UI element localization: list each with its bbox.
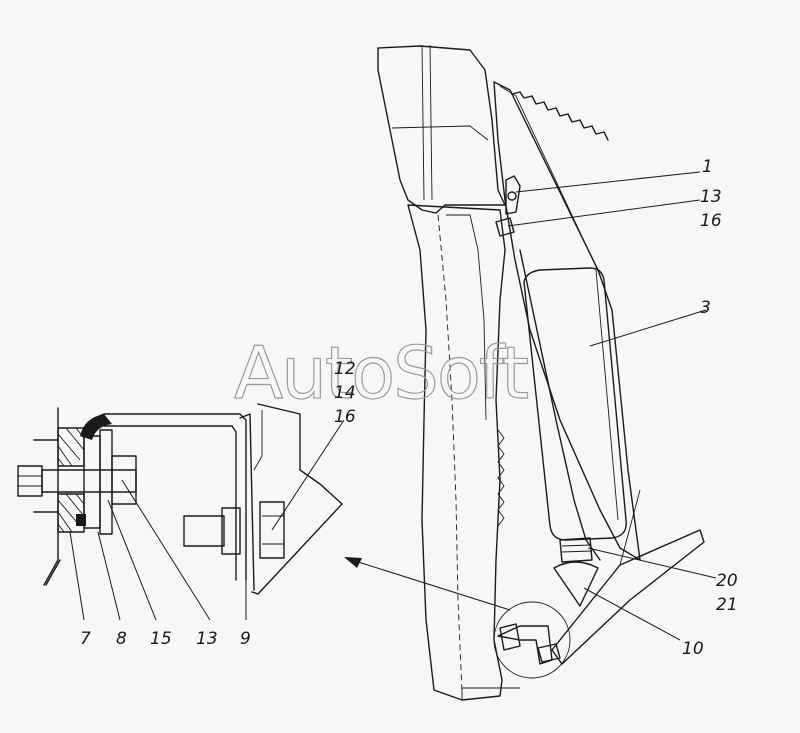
upper-panel-seam bbox=[421, 44, 425, 201]
lower-plate-stay bbox=[619, 489, 641, 566]
callout-8: 8 bbox=[116, 629, 127, 649]
lower-nut bbox=[499, 623, 521, 651]
watermark-text: AutoSoft bbox=[234, 331, 528, 415]
washer-part-15 bbox=[83, 435, 101, 529]
leader-lines bbox=[69, 171, 717, 641]
enlarged-detail bbox=[17, 403, 343, 595]
upper-panel-seam-2 bbox=[429, 44, 433, 201]
frame-hidden-line bbox=[437, 214, 463, 693]
cone-part-10 bbox=[553, 561, 599, 607]
callout-13-upper: 13 bbox=[700, 187, 722, 207]
callout-15: 15 bbox=[150, 629, 172, 649]
grille-panel bbox=[493, 81, 641, 561]
detail-arrow bbox=[344, 557, 511, 611]
top-bracket bbox=[505, 175, 521, 215]
bolt-head bbox=[17, 465, 43, 497]
detail-circle bbox=[493, 601, 571, 679]
frame-notches bbox=[497, 429, 505, 527]
insert-part-8 bbox=[76, 514, 86, 526]
bracket-arm-inner bbox=[103, 425, 237, 581]
upper-panel bbox=[377, 45, 506, 214]
top-bolt bbox=[507, 191, 517, 201]
upper-panel-crease bbox=[391, 125, 489, 141]
nut-left bbox=[111, 455, 137, 505]
plate-part-9 bbox=[239, 413, 255, 591]
grille-edge bbox=[499, 85, 601, 276]
leader-20-21 bbox=[587, 547, 717, 579]
pad-hatching-upper bbox=[57, 427, 85, 467]
leader-3 bbox=[589, 309, 707, 347]
callout-14: 14 bbox=[334, 383, 356, 403]
detail-arrow-line bbox=[351, 559, 511, 611]
callout-20: 20 bbox=[716, 571, 738, 591]
callout-1: 1 bbox=[702, 157, 713, 177]
leader-13b bbox=[121, 479, 211, 621]
leader-8 bbox=[97, 531, 121, 621]
right-nut bbox=[259, 501, 285, 559]
callout-10: 10 bbox=[682, 639, 704, 659]
callout-labels: 1 13 16 3 12 14 16 20 21 10 7 8 15 13 9 bbox=[80, 157, 738, 659]
pad-hatching-lower bbox=[57, 493, 85, 533]
callout-9: 9 bbox=[240, 629, 251, 649]
box-part-3-edge bbox=[595, 269, 619, 521]
callout-13-detail: 13 bbox=[196, 629, 218, 649]
plate-bracket-fold bbox=[253, 410, 263, 471]
bolt-head-facets bbox=[18, 475, 42, 487]
callout-21: 21 bbox=[716, 595, 738, 615]
leader-15 bbox=[107, 499, 157, 621]
rubber-sleeve bbox=[80, 414, 112, 440]
support-rod bbox=[519, 249, 601, 561]
box-part-3 bbox=[523, 267, 627, 541]
right-bolt bbox=[183, 515, 225, 547]
spring-coils bbox=[561, 544, 592, 553]
leader-12-14-16 bbox=[271, 419, 345, 531]
grille-teeth bbox=[511, 91, 609, 141]
right-nut-facets bbox=[262, 515, 284, 545]
lower-bolt bbox=[537, 643, 561, 663]
arrow-head-icon bbox=[344, 557, 362, 568]
callout-12: 12 bbox=[334, 359, 356, 379]
frame-member bbox=[407, 204, 506, 701]
leader-10 bbox=[583, 587, 681, 641]
plate-part-13 bbox=[99, 429, 113, 535]
wall-plate-flanges bbox=[33, 439, 59, 513]
callout-16-detail: 16 bbox=[334, 407, 356, 427]
top-nut bbox=[495, 217, 515, 237]
frame-foot bbox=[461, 687, 520, 700]
callout-16-upper: 16 bbox=[700, 211, 722, 231]
lower-bracket bbox=[497, 625, 553, 665]
leader-1 bbox=[515, 171, 701, 193]
main-assembly bbox=[377, 44, 705, 701]
callout-3: 3 bbox=[700, 298, 711, 318]
callout-7: 7 bbox=[80, 629, 91, 649]
frame-inner-edge bbox=[446, 214, 487, 421]
plate-bracket bbox=[251, 403, 343, 595]
bracket-arm bbox=[85, 413, 247, 581]
spring-part-20 bbox=[559, 537, 593, 563]
right-washer bbox=[221, 507, 241, 555]
leader-7 bbox=[69, 531, 85, 621]
leader-13-16 bbox=[507, 199, 701, 227]
bolt-shank bbox=[41, 469, 137, 493]
